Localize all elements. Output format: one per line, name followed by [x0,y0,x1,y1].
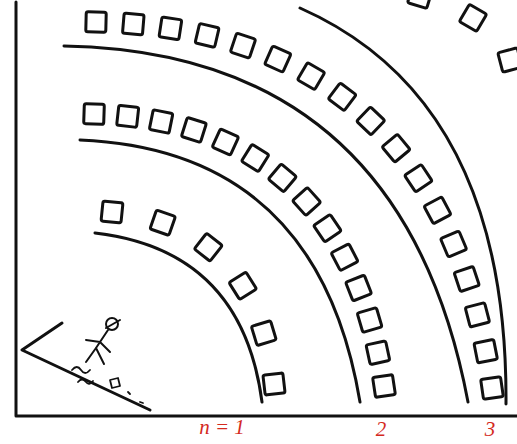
seat [331,244,358,271]
seat [181,117,206,142]
seat [297,62,324,89]
seat-rows [84,0,517,399]
seat [150,210,175,235]
seat [405,164,433,192]
seat [440,231,466,257]
seat [328,83,356,111]
seat [408,0,433,8]
seat [474,339,498,363]
row-line [95,233,262,402]
seat [194,233,222,261]
seat [159,17,182,40]
frame [16,2,517,416]
row-line [80,140,360,402]
seat [357,308,382,333]
seat [346,275,372,301]
stick-figure [86,318,120,364]
seat [481,377,504,400]
seat [230,33,255,58]
seat [122,13,144,35]
seat [241,144,269,172]
seat [263,373,285,395]
seat [366,341,390,365]
seat [268,164,296,192]
seat [382,134,410,162]
seat [454,266,479,291]
seat [101,201,123,223]
seat [373,375,396,398]
seat [459,4,486,31]
seat [292,187,320,215]
row-number: 2 [376,419,387,440]
row-number: 3 [485,419,496,440]
seat [314,214,342,242]
stage-scribble [72,367,143,403]
seat [84,104,105,125]
row-number: n = 1 [199,417,245,438]
seat [265,46,291,72]
seat [465,303,489,327]
seat [229,272,257,300]
seat [498,48,517,72]
row-line [300,8,506,404]
row-line [64,46,468,402]
seat [212,129,238,155]
seat [357,107,385,135]
seat [149,110,173,134]
seat [424,197,451,224]
seat [117,105,139,127]
seat [86,12,106,32]
seat [251,321,276,346]
stage-outline [22,323,150,410]
seat [195,23,219,47]
